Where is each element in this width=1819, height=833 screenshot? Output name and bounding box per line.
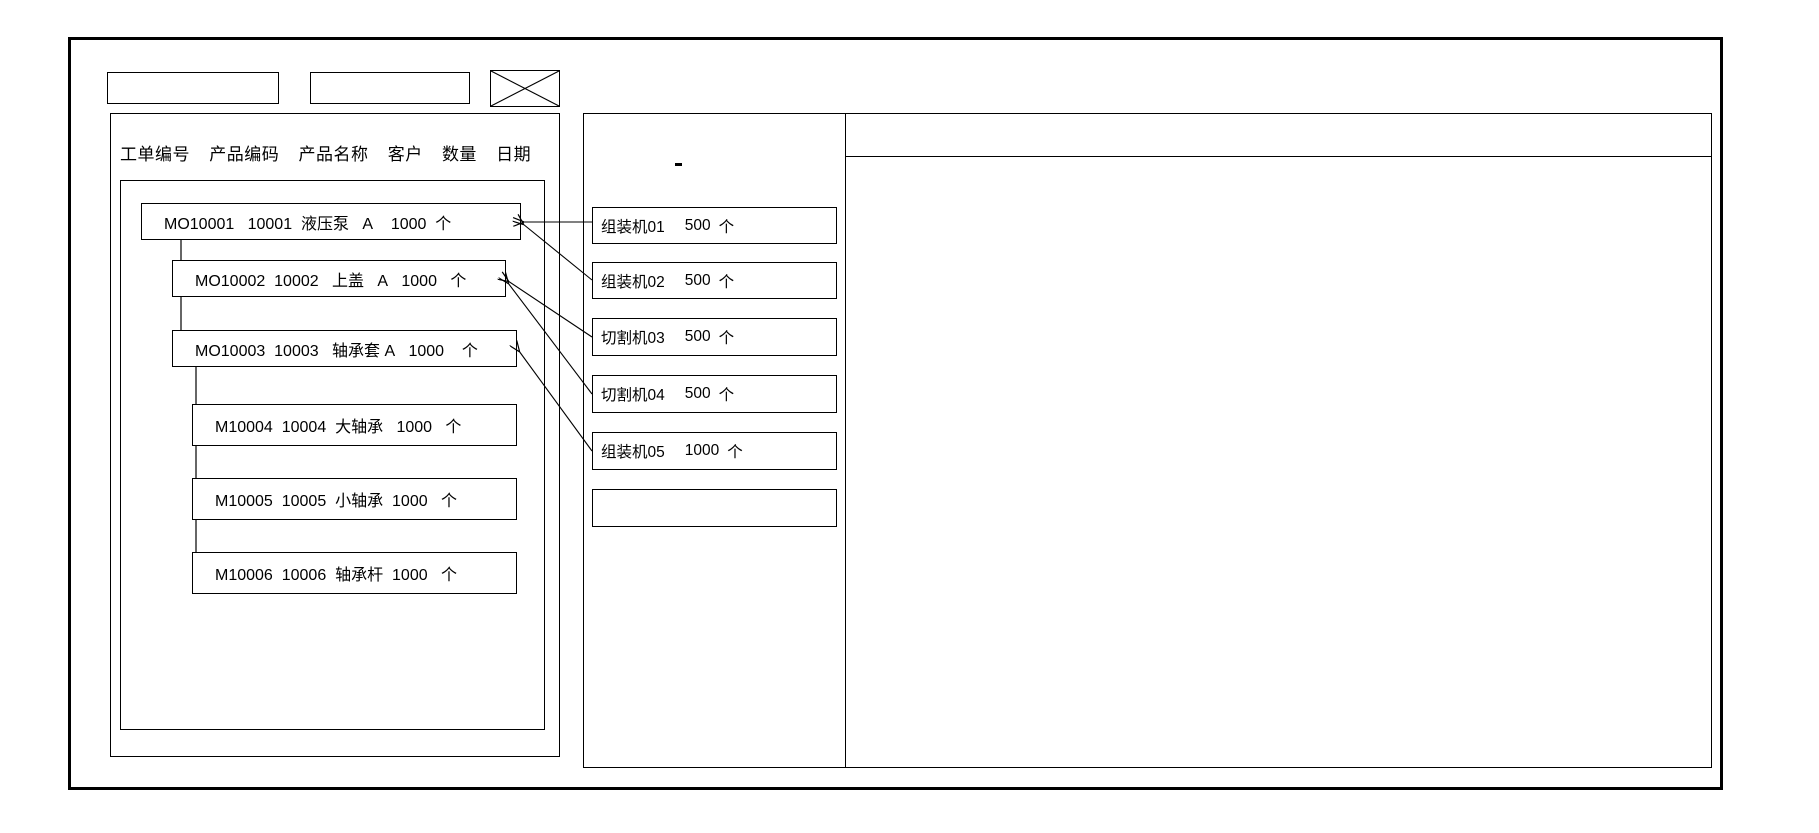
row-customer: A (384, 342, 396, 360)
row-unit: 个 (445, 419, 462, 436)
row-customer: A (362, 215, 374, 233)
row-product-name: 大轴承 (335, 419, 384, 436)
list-item[interactable]: 切割机04 500 个 (592, 375, 837, 413)
row-product-code: 10003 (274, 342, 319, 360)
table-row[interactable]: MO10001 10001 液压泵 A 1000 个 (141, 203, 521, 240)
list-item[interactable]: 组装机05 1000 个 (592, 432, 837, 470)
table-row[interactable]: M10004 10004 大轴承 1000 个 (192, 404, 517, 446)
machine-unit: 个 (727, 444, 743, 461)
row-product-code: 10004 (281, 419, 327, 436)
row-qty: 1000 (408, 342, 445, 360)
row-qty: 1000 (390, 215, 427, 233)
row-order-no: M10004 (215, 419, 273, 436)
column-header-order-no: 工单编号 (120, 145, 190, 164)
machine-unit: 个 (718, 330, 735, 347)
table-row[interactable]: M10005 10005 小轴承 1000 个 (192, 478, 517, 520)
machine-qty: 500 (684, 216, 711, 234)
machine-qty: 500 (684, 271, 711, 289)
row-qty: 1000 (392, 567, 428, 584)
list-item-empty[interactable] (592, 489, 837, 527)
machine-name: 组装机01 (601, 218, 665, 236)
row-qty: 1000 (396, 419, 433, 436)
toolbar-field-1[interactable] (107, 72, 279, 104)
column-header-prod-code: 产品编码 (209, 145, 280, 164)
table-row[interactable]: MO10003 10003 轴承套 A 1000 个 (172, 330, 517, 367)
toolbar-field-2[interactable] (310, 72, 470, 104)
machine-unit: 个 (718, 273, 735, 291)
machine-qty: 500 (684, 385, 711, 402)
machine-name: 切割机04 (601, 387, 665, 404)
machine-name: 组装机05 (601, 444, 665, 461)
machine-name: 组装机02 (601, 273, 665, 291)
machine-qty: 1000 (684, 442, 720, 459)
column-header-customer: 客户 (387, 145, 423, 164)
row-unit: 个 (450, 272, 467, 290)
row-unit: 个 (440, 567, 457, 584)
list-item[interactable]: 组装机02 500 个 (592, 262, 837, 299)
row-product-name: 液压泵 (301, 215, 350, 233)
list-item[interactable]: 组装机01 500 个 (592, 207, 837, 244)
column-header-prod-name: 产品名称 (298, 145, 369, 164)
row-product-name: 小轴承 (335, 493, 384, 510)
detail-panel-body[interactable] (860, 170, 1700, 750)
image-placeholder-icon[interactable] (490, 70, 560, 107)
table-row[interactable]: M10006 10006 轴承杆 1000 个 (192, 552, 517, 594)
detail-panel-header-divider (846, 156, 1711, 157)
row-qty: 1000 (401, 272, 437, 290)
row-unit: 个 (435, 215, 452, 233)
row-product-code: 10001 (247, 215, 293, 233)
machine-qty: 500 (684, 328, 711, 345)
row-order-no: M10006 (215, 567, 273, 584)
machine-name: 切割机03 (601, 330, 665, 347)
column-header-date: 日期 (496, 145, 532, 164)
row-product-name: 上盖 (332, 272, 365, 290)
work-order-column-headers: 工单编号 产品编码 产品名称 客户 数量 日期 (120, 140, 540, 165)
row-order-no: M10005 (215, 493, 273, 510)
row-product-name: 轴承套 (332, 342, 381, 360)
cursor-dash-mark (675, 163, 682, 166)
list-item[interactable]: 切割机03 500 个 (592, 318, 837, 356)
detail-panel-header-text (860, 125, 1700, 153)
column-header-qty: 数量 (441, 145, 477, 164)
detail-panel (845, 113, 1712, 768)
row-unit: 个 (461, 342, 478, 360)
row-product-code: 10005 (281, 493, 327, 510)
machine-unit: 个 (718, 218, 735, 236)
row-order-no: MO10001 (164, 215, 235, 233)
row-order-no: MO10003 (195, 342, 266, 360)
row-qty: 1000 (392, 493, 428, 510)
row-product-code: 10006 (281, 567, 327, 584)
row-product-code: 10002 (274, 272, 319, 290)
row-unit: 个 (440, 493, 457, 510)
row-customer: A (377, 272, 389, 290)
row-product-name: 轴承杆 (335, 567, 384, 584)
machine-unit: 个 (718, 387, 735, 404)
table-row[interactable]: MO10002 10002 上盖 A 1000 个 (172, 260, 506, 297)
row-order-no: MO10002 (195, 272, 266, 290)
